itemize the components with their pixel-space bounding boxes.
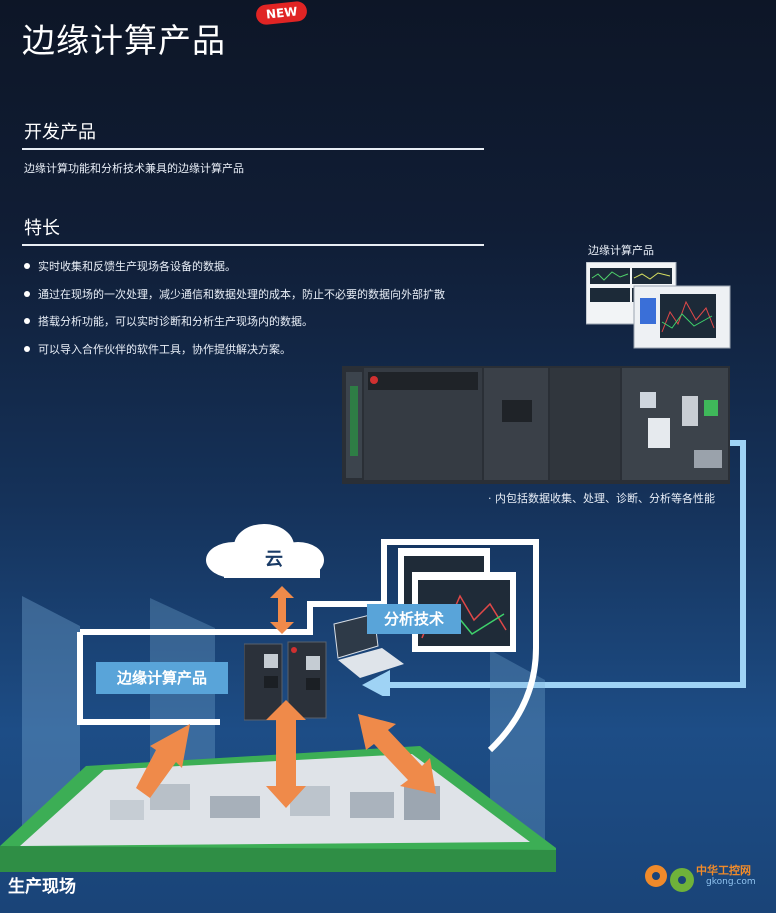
system-frame — [77, 539, 539, 753]
page-title: 边缘计算产品 — [22, 21, 226, 60]
bullet-icon — [24, 290, 30, 297]
watermark-url: gkong.com — [706, 877, 756, 887]
edge-tag: 边缘计算产品 — [96, 662, 228, 694]
bullet-icon — [24, 318, 30, 324]
divider — [22, 148, 484, 150]
feature-list: 实时收集和反馈生产现场各设备的数据。 通过在现场的一次处理，减少通信和数据处理的… — [24, 258, 445, 368]
cloud-link-arrow — [270, 586, 294, 634]
features-heading: 特长 — [24, 218, 60, 239]
list-item: 实时收集和反馈生产现场各设备的数据。 — [24, 258, 445, 286]
divider — [22, 244, 484, 246]
cloud-icon — [206, 524, 324, 578]
bullet-icon — [24, 263, 30, 269]
gear-icon — [645, 865, 694, 892]
field-label: 生产现场 — [8, 877, 76, 897]
bullet-icon — [24, 345, 30, 352]
product-caption: · 内包括数据收集、处理、诊断、分析等各性能 — [488, 492, 715, 505]
plc-hardware-image — [342, 366, 730, 484]
list-item: 搭载分析功能，可以实时诊断和分析生产现场内的数据。 — [24, 313, 445, 341]
new-badge: NEW — [255, 0, 309, 26]
software-screenshots — [586, 262, 731, 349]
analysis-screens — [398, 548, 516, 652]
cloud-label: 云 — [265, 549, 283, 570]
dev-description: 边缘计算功能和分析技术兼具的边缘计算产品 — [24, 162, 244, 175]
flow-arrow — [362, 440, 746, 696]
product-screens-label: 边缘计算产品 — [588, 244, 654, 257]
dev-heading: 开发产品 — [24, 122, 96, 143]
edge-devices — [244, 641, 327, 721]
analysis-tag: 分析技术 — [367, 604, 461, 634]
list-item: 可以导入合作伙伴的软件工具，协作提供解决方案。 — [24, 341, 445, 369]
watermark-logo: 中华工控网 — [696, 864, 751, 877]
list-item: 通过在现场的一次处理，减少通信和数据处理的成本，防止不必要的数据向外部扩散 — [24, 286, 445, 314]
data-exchange-arrows — [136, 700, 436, 808]
